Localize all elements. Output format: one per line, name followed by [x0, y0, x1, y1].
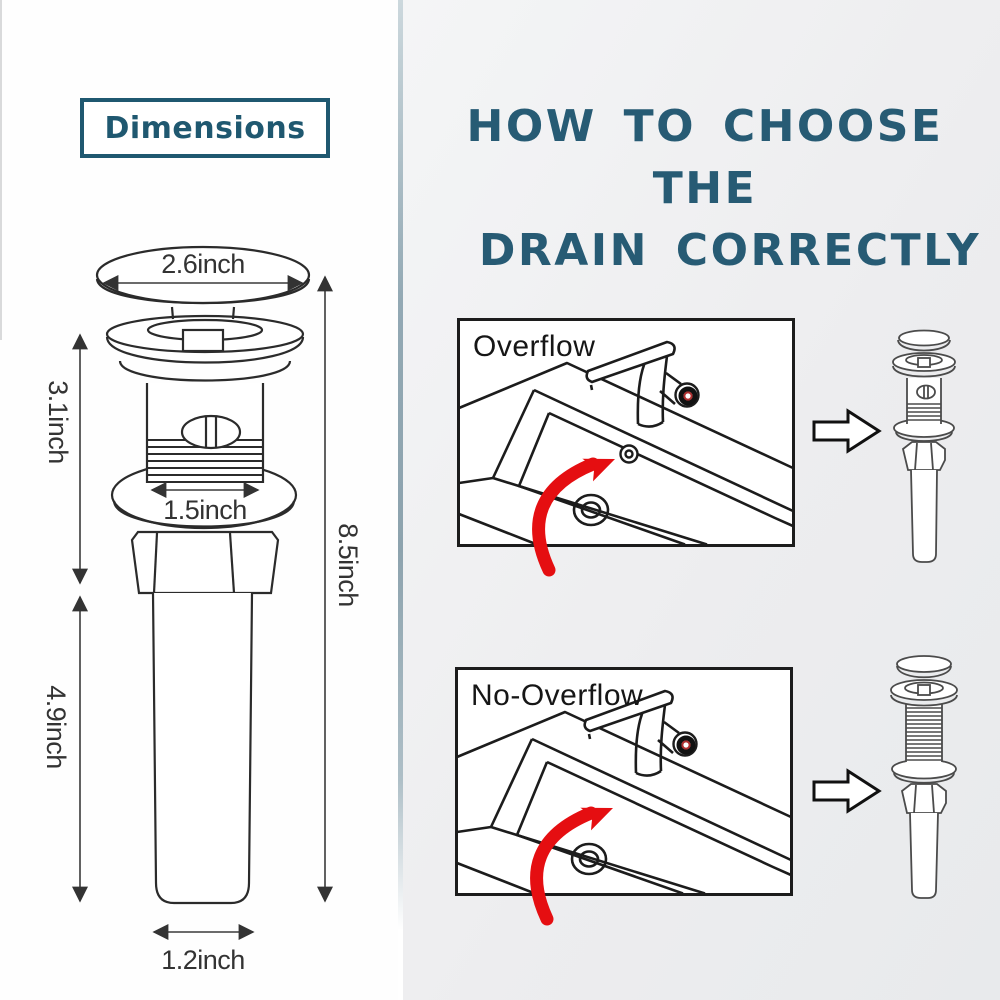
dim-body-width: 1.5inch — [163, 495, 247, 525]
no-overflow-sink-box: No-Overflow — [455, 667, 793, 937]
dimensions-title-box: Dimensions — [80, 98, 330, 158]
right-arrow-icon — [812, 768, 882, 814]
overflow-drain-illustration — [892, 329, 956, 563]
right-arrow-icon — [812, 408, 882, 454]
dim-upper-height: 3.1inch — [43, 380, 73, 464]
page-title-line2: DRAIN CORRECTLY — [478, 225, 982, 276]
no-overflow-drain-illustration — [890, 655, 958, 899]
dim-total-height: 8.5inch — [333, 523, 363, 607]
drain-line-art — [95, 245, 311, 905]
dim-tail-height: 4.9inch — [41, 685, 71, 769]
dim-tail-width: 1.2inch — [161, 945, 245, 975]
overflow-hole — [619, 444, 639, 464]
page-title: HOW TO CHOOSE THE DRAIN CORRECTLY — [425, 96, 985, 282]
no-overflow-label: No-Overflow — [471, 679, 643, 712]
sink-line-art — [457, 318, 795, 577]
dimensions-title: Dimensions — [104, 110, 306, 146]
dimension-lines — [72, 275, 333, 940]
page-title-line1: HOW TO CHOOSE THE — [466, 101, 944, 214]
left-edge-line — [0, 0, 2, 340]
panel-divider — [398, 0, 403, 1000]
dim-cap-width: 2.6inch — [161, 249, 245, 279]
overflow-sink-box: Overflow — [457, 318, 795, 577]
drain-dimension-drawing: 2.6inch 8.5inch 3.1inch 4.9inch 1.5inch … — [41, 245, 363, 975]
overflow-label: Overflow — [473, 330, 595, 363]
